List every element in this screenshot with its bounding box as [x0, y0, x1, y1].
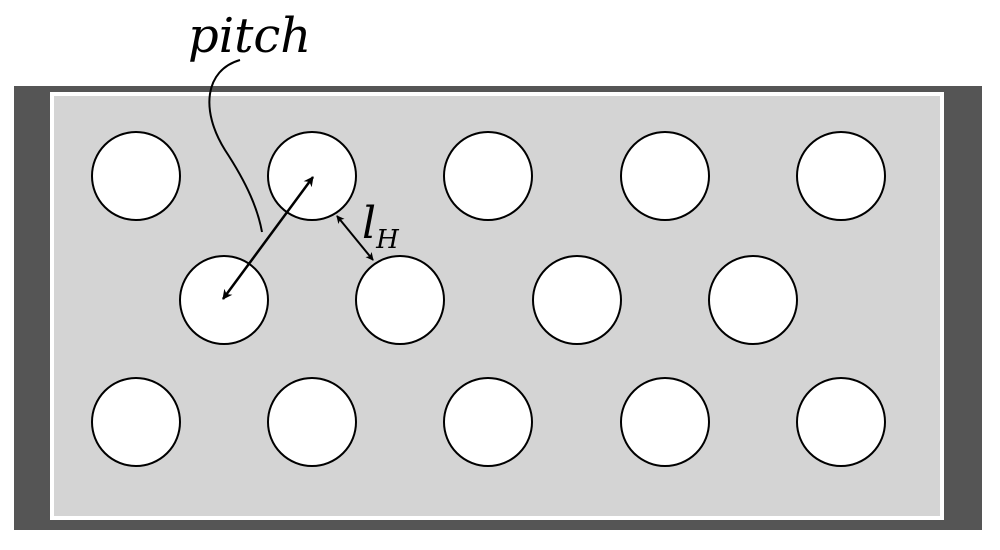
hole — [796, 131, 886, 221]
pitch-leader-line — [208, 59, 263, 233]
hole — [443, 131, 533, 221]
hole — [355, 255, 445, 345]
lh-label-subscript: H — [375, 225, 400, 255]
hole — [620, 377, 710, 467]
hole — [179, 255, 269, 345]
hole — [620, 131, 710, 221]
hole-row-1 — [91, 131, 886, 221]
hole — [532, 255, 622, 345]
hole — [267, 377, 357, 467]
pitch-label: pitch — [188, 8, 311, 64]
hole — [91, 377, 181, 467]
pitch-arrow — [221, 176, 315, 300]
lh-label: lH — [362, 198, 400, 255]
lh-label-main: l — [362, 198, 376, 249]
hole — [708, 255, 798, 345]
hole — [443, 377, 533, 467]
hole — [267, 131, 357, 221]
hole — [91, 131, 181, 221]
hole-row-3 — [91, 377, 886, 467]
lh-arrow — [336, 215, 374, 261]
hole — [796, 377, 886, 467]
